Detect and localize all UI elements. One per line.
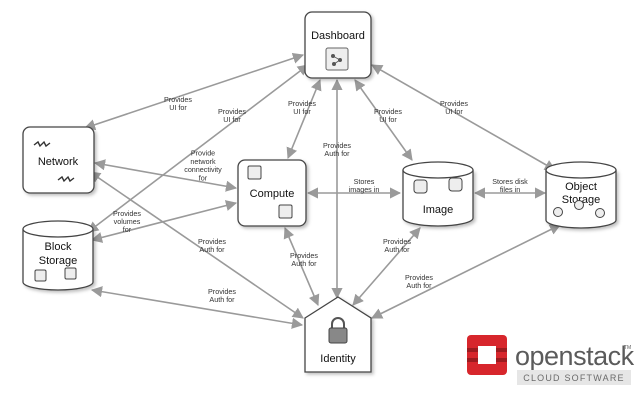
edge-label-line: UI for xyxy=(223,115,241,124)
image-label: Image xyxy=(423,204,454,216)
edge-label-line: Auth for xyxy=(291,259,317,268)
openstack-logo-mark xyxy=(467,335,507,375)
edge-label-line: Auth for xyxy=(209,295,235,304)
openstack-logo: openstack TM CLOUD SOFTWARE xyxy=(467,335,635,385)
dashboard-node[interactable]: Dashboard xyxy=(304,11,372,79)
identity-node[interactable]: Identity xyxy=(304,296,372,373)
dashboard-label: Dashboard xyxy=(311,30,365,42)
edge-label-line: UI for xyxy=(293,107,311,116)
edge-label-line: Auth for xyxy=(406,281,432,290)
network-bolt-icon xyxy=(33,140,75,183)
edge-label-line: Provides xyxy=(440,99,468,108)
edge-label-line: files in xyxy=(500,185,520,194)
dashboard-icon xyxy=(325,47,349,71)
edge-dashboard-compute xyxy=(286,78,322,160)
edge-label-line: Provides xyxy=(288,99,316,108)
edge-label-line: Provide xyxy=(191,149,215,158)
object-storage-node[interactable]: Object Storage xyxy=(545,161,617,229)
edge-label-line: for xyxy=(123,225,132,234)
edge-dashboard-network xyxy=(83,52,305,131)
openstack-logo-name: openstack xyxy=(515,341,635,371)
edge-label-line: Stores xyxy=(354,177,375,186)
edge-label-line: Auth for xyxy=(199,245,225,254)
edge-label-line: Provides xyxy=(218,107,246,116)
edge-label-line: UI for xyxy=(379,115,397,124)
edge-label-line: Provides xyxy=(198,237,226,246)
identity-label: Identity xyxy=(320,353,356,365)
edge-label-line: connectivity xyxy=(184,165,222,174)
edge-label-line: network xyxy=(190,157,216,166)
object-storage-label-line1: Object xyxy=(565,181,597,193)
openstack-logo-trademark: TM xyxy=(624,345,631,351)
block-storage-label-line2: Storage xyxy=(39,255,78,267)
compute-node[interactable]: Compute xyxy=(237,159,307,227)
edge-label-line: Stores disk xyxy=(492,177,528,186)
edge-label-line: Provides xyxy=(323,141,351,150)
edge-label-line: Provides xyxy=(208,287,236,296)
edge-label-line: Provides xyxy=(113,209,141,218)
edge-identity-block xyxy=(90,286,304,329)
image-disk-icon xyxy=(413,177,463,194)
edge-label-line: UI for xyxy=(445,107,463,116)
lock-icon xyxy=(328,317,348,344)
openstack-logo-tagline-bar xyxy=(517,370,631,385)
edge-label-line: images in xyxy=(349,185,380,194)
compute-label: Compute xyxy=(250,188,295,200)
openstack-logo-tagline: CLOUD SOFTWARE xyxy=(523,373,624,383)
edge-label-line: Provides xyxy=(383,237,411,246)
network-node[interactable]: Network xyxy=(22,126,95,194)
edge-label-line: Provides xyxy=(164,95,192,104)
edges xyxy=(83,52,562,329)
image-node[interactable]: Image xyxy=(402,161,474,227)
edge-label-line: Provides xyxy=(405,273,433,282)
edge-label-line: Auth for xyxy=(384,245,410,254)
edge-identity-compute xyxy=(283,226,320,307)
network-label: Network xyxy=(38,156,79,168)
edge-label-line: volumes xyxy=(114,217,141,226)
edge-label-line: for xyxy=(199,173,208,182)
edge-dashboard-object xyxy=(371,64,556,171)
object-storage-icon xyxy=(553,200,605,218)
edge-label-line: Provides xyxy=(290,251,318,260)
edge-label-line: Auth for xyxy=(324,149,350,158)
edge-label-line: UI for xyxy=(169,103,187,112)
block-storage-volume-icon xyxy=(34,267,77,282)
block-storage-node[interactable]: Block Storage xyxy=(22,220,94,291)
compute-instance-icon xyxy=(247,165,262,180)
edge-identity-object xyxy=(370,224,562,319)
object-storage-label-line2: Storage xyxy=(562,194,601,206)
compute-instance-icon xyxy=(278,204,293,219)
edge-label-line: Provides xyxy=(374,107,402,116)
block-storage-label-line1: Block xyxy=(45,241,72,253)
